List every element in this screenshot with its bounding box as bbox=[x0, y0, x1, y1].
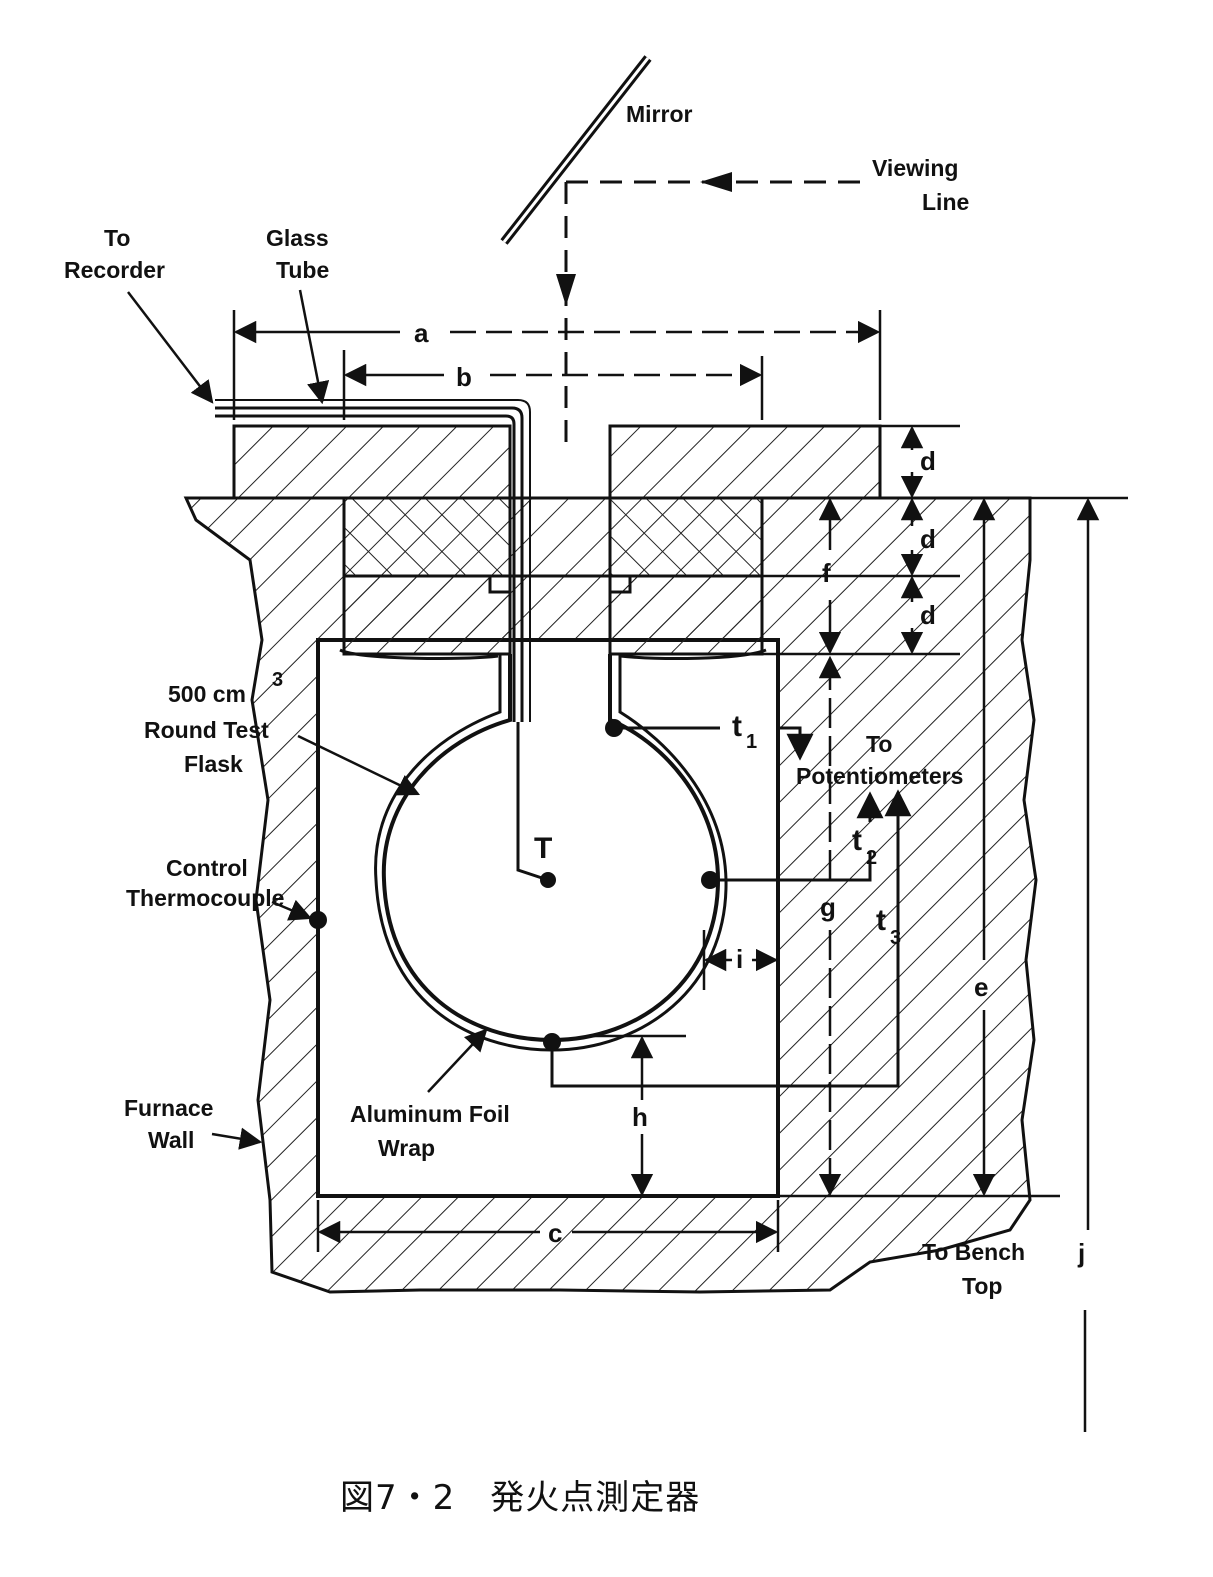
to-potentiometers-label-2: Potentiometers bbox=[796, 763, 963, 789]
dimension-labels: a b c d d d e f g h i j bbox=[414, 318, 1085, 1268]
furnace-wall-label-1: Furnace bbox=[124, 1095, 213, 1121]
dim-j: j bbox=[1077, 1238, 1085, 1268]
foil-label-2: Wrap bbox=[378, 1135, 435, 1161]
dim-d-3: d bbox=[920, 600, 936, 630]
glass-tube-label-2: Tube bbox=[276, 257, 329, 283]
insulation-blocks bbox=[342, 496, 764, 656]
viewing-line-label-2: Line bbox=[922, 189, 969, 215]
viewing-arrow-left bbox=[700, 172, 732, 192]
top-cover-blocks bbox=[232, 424, 882, 500]
mirror bbox=[500, 55, 652, 245]
dim-e: e bbox=[974, 972, 988, 1002]
viewing-arrow-down bbox=[556, 274, 576, 306]
labels: Mirror Viewing Line To Recorder Glass Tu… bbox=[64, 101, 1025, 1299]
mirror-label: Mirror bbox=[626, 101, 693, 127]
viewing-line bbox=[564, 180, 860, 450]
t3-label: t bbox=[876, 904, 886, 937]
dim-d-1: d bbox=[920, 446, 936, 476]
dim-b: b bbox=[456, 362, 472, 392]
glass-tube-label-1: Glass bbox=[266, 225, 329, 251]
foil-label-1: Aluminum Foil bbox=[350, 1101, 510, 1127]
flask-label-sup: 3 bbox=[272, 669, 283, 691]
to-potentiometers-label-1: To bbox=[866, 731, 892, 757]
center-t-label: T bbox=[534, 832, 552, 865]
flask-label-2: Round Test bbox=[144, 717, 269, 743]
t2-subscript: 2 bbox=[866, 847, 877, 869]
lead-wires bbox=[550, 726, 912, 1088]
glass-tube bbox=[215, 399, 549, 882]
control-thermocouple-label-2: Thermocouple bbox=[126, 885, 284, 911]
to-bench-top-label-2: Top bbox=[962, 1273, 1002, 1299]
dim-f: f bbox=[822, 558, 831, 588]
dim-g: g bbox=[820, 892, 836, 922]
center-thermocouple-dot bbox=[540, 872, 556, 888]
flask-label-1: 500 cm bbox=[168, 681, 246, 707]
control-thermocouple-dot bbox=[309, 911, 327, 929]
to-bench-top-label-1: To Bench bbox=[922, 1239, 1025, 1265]
t1-label: t bbox=[732, 710, 742, 743]
control-thermocouple-label-1: Control bbox=[166, 855, 248, 881]
t2-label: t bbox=[852, 824, 862, 857]
flask-label-3: Flask bbox=[184, 751, 243, 777]
to-recorder-label-2: Recorder bbox=[64, 257, 165, 283]
dim-c: c bbox=[548, 1218, 562, 1248]
dim-a: a bbox=[414, 318, 429, 348]
dim-d-2: d bbox=[920, 524, 936, 554]
t3-subscript: 3 bbox=[890, 927, 901, 949]
figure-caption: 図7・2 発火点測定器 bbox=[340, 1478, 701, 1518]
leader-lines bbox=[127, 289, 488, 1150]
dimension-lines bbox=[232, 310, 1128, 1432]
viewing-line-label-1: Viewing bbox=[872, 155, 959, 181]
dim-h: h bbox=[632, 1102, 648, 1132]
furnace-wall-label-2: Wall bbox=[148, 1127, 194, 1153]
t1-subscript: 1 bbox=[746, 731, 757, 753]
to-recorder-label-1: To bbox=[104, 225, 130, 251]
dim-i: i bbox=[736, 944, 743, 974]
